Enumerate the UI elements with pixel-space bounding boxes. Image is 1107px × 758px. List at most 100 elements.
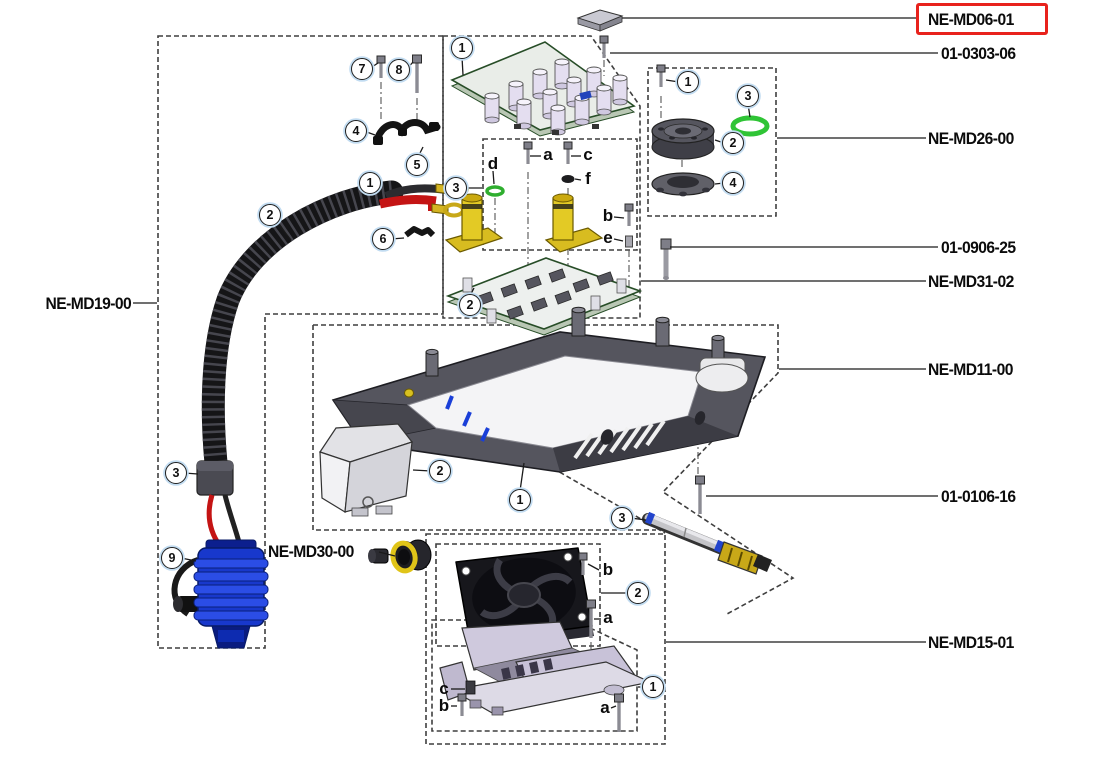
bracket-foot-3 <box>429 122 439 131</box>
bracket-foot-1 <box>373 136 383 145</box>
hole-front <box>600 429 614 445</box>
smd-1 <box>514 124 521 129</box>
connector-tip-slot <box>218 630 244 642</box>
chassis-cover <box>319 423 413 517</box>
letter-a-heatsink: a <box>600 698 610 718</box>
connector-ribs <box>193 558 269 621</box>
callout-5-bracket: 5 <box>406 154 428 176</box>
letter-d-oring: d <box>487 154 499 174</box>
letter-c-heatsink: c <box>439 679 449 699</box>
heatsink-screw-b <box>456 692 468 718</box>
box-heatsink <box>431 619 638 732</box>
callout-3-standoffs: 3 <box>445 177 467 199</box>
label-01-0303-06: 01-0303-06 <box>941 44 1016 63</box>
screw-b <box>623 202 635 228</box>
pcb-bottom <box>445 257 643 336</box>
callout-9-connector: 9 <box>161 547 183 569</box>
round-connector <box>368 539 432 574</box>
screw-01-0106 <box>693 474 707 516</box>
callout-3-sleeve: 3 <box>165 462 187 484</box>
yellow-fastener <box>404 388 414 398</box>
reservoir <box>695 363 749 393</box>
heatsink-screw-a <box>612 692 626 734</box>
callout-2-pcb-bottom: 2 <box>459 294 481 316</box>
label-ne-md30-00: NE-MD30-00 <box>268 542 354 561</box>
blue-component <box>579 90 592 101</box>
callout-1-hub-screw: 1 <box>677 71 699 93</box>
letter-a-screw: a <box>543 145 553 165</box>
callout-6-clip: 6 <box>372 228 394 250</box>
red-wire <box>379 195 437 209</box>
screw-01-0906 <box>660 238 672 280</box>
letter-b-heatsink: b <box>438 696 450 716</box>
box-standoff-kit <box>482 138 638 251</box>
hub-disc <box>651 118 715 160</box>
smd-2 <box>552 130 559 135</box>
screw-c <box>562 140 574 166</box>
tube-connector-tip <box>753 554 772 572</box>
standoff-post-1 <box>444 193 504 253</box>
label-ne-md15-01: NE-MD15-01 <box>928 633 1014 652</box>
pcb-top <box>450 41 636 137</box>
letter-f-washer: f <box>585 169 591 189</box>
letter-e-spacer: e <box>603 228 613 248</box>
label-ne-md31-02: NE-MD31-02 <box>928 272 1014 291</box>
sleeve-band <box>197 461 233 471</box>
callout-3-hub-oring: 3 <box>737 85 759 107</box>
hub-plate <box>651 172 715 197</box>
pcb-standoffs <box>462 277 627 324</box>
box-ne-md31 <box>442 35 641 319</box>
letter-b-fan: b <box>602 560 614 580</box>
standoff-kit <box>444 140 635 253</box>
red-lead <box>206 494 223 548</box>
callout-8-screw: 8 <box>388 59 410 81</box>
letter-b-screw: b <box>602 206 614 226</box>
heatsink-assembly <box>439 621 652 734</box>
pcb-connectors <box>476 268 614 320</box>
callout-2-conduit: 2 <box>259 204 281 226</box>
label-01-0106-16: 01-0106-16 <box>941 487 1016 506</box>
chassis-posts <box>425 306 725 377</box>
controller-module <box>576 9 624 60</box>
letter-c-screw: c <box>583 145 593 165</box>
screw-hub <box>655 63 667 89</box>
hole-right <box>694 411 706 425</box>
chassis-front-wall <box>553 416 738 472</box>
callout-2-cover: 2 <box>429 460 451 482</box>
post-c <box>465 680 476 695</box>
elbow-end <box>173 596 183 612</box>
smd-3 <box>592 124 599 129</box>
heatsink-slots <box>501 658 554 680</box>
callout-7-screw: 7 <box>351 58 373 80</box>
letter-a-fan: a <box>603 608 613 628</box>
hub-assembly <box>651 63 770 197</box>
highlight-box <box>916 3 1048 35</box>
callout-1-pcb-top: 1 <box>451 37 473 59</box>
black-lead <box>222 494 243 547</box>
oring-d <box>485 185 505 197</box>
label-ne-md26-00: NE-MD26-00 <box>928 129 1014 148</box>
oring-hub <box>730 115 770 137</box>
screw-8 <box>410 53 424 95</box>
callout-1-cable: 1 <box>359 172 381 194</box>
damper-tube <box>642 511 772 575</box>
screw-01-0303 <box>598 34 610 60</box>
callout-3-tube: 3 <box>611 507 633 529</box>
label-01-0906-25: 01-0906-25 <box>941 238 1016 257</box>
box-ne-md15 <box>425 533 666 745</box>
label-ne-md11-00: NE-MD11-00 <box>928 360 1013 379</box>
chassis-screws-blue <box>445 395 490 442</box>
callout-2-hub-disc: 2 <box>722 132 744 154</box>
leader-lines <box>133 17 938 709</box>
spacer-e <box>625 235 633 248</box>
callout-4-bracket: 4 <box>345 120 367 142</box>
callout-1-chassis: 1 <box>509 489 531 511</box>
cable-clip <box>404 226 436 238</box>
callout-2-fan: 2 <box>627 582 649 604</box>
label-ne-md19-00: NE-MD19-00 <box>45 294 131 313</box>
washer-f <box>561 175 575 183</box>
corrugated-conduit <box>201 180 404 475</box>
callout-1-heatsink: 1 <box>642 676 664 698</box>
